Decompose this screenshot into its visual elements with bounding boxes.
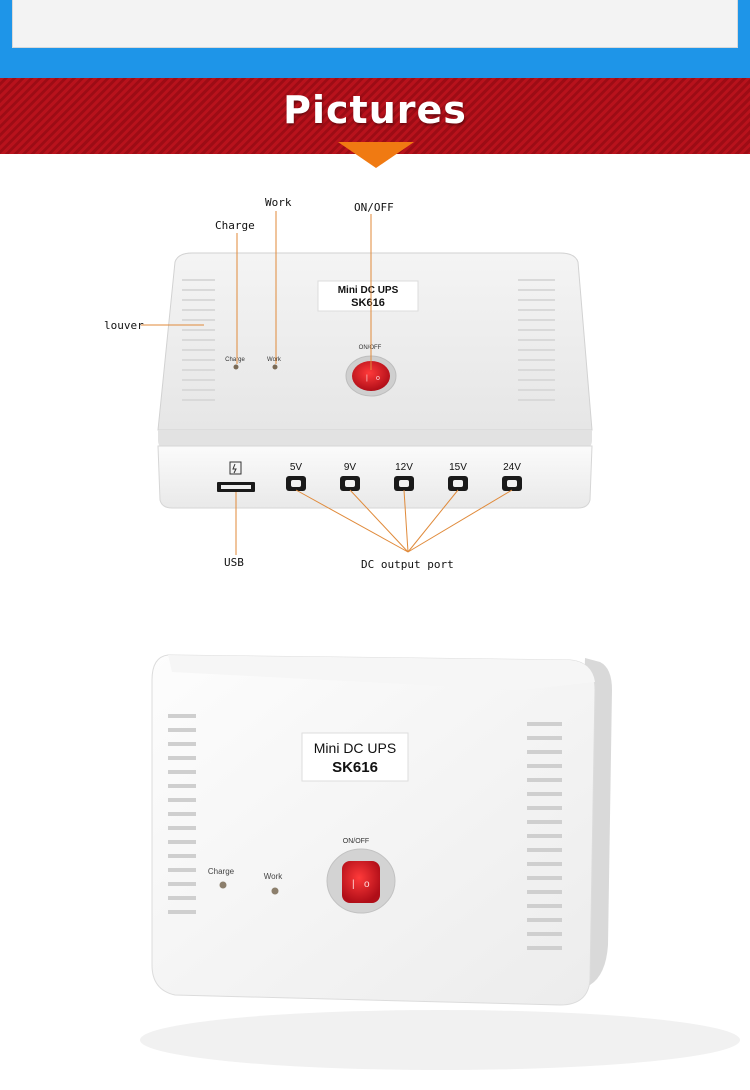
top-blue-band: [0, 0, 750, 78]
callout-dc-output: DC output port: [361, 558, 454, 571]
banner-arrow-icon: [338, 142, 414, 168]
louver-left: [182, 279, 215, 401]
front-led-work-icon: [271, 887, 279, 895]
device-top-view: Mini DC UPS SK616 Charge Work ON/OFF | o…: [157, 252, 593, 509]
front-led-charge-icon: [219, 881, 227, 889]
svg-text:o: o: [364, 879, 370, 890]
port-label-12v: 12V: [395, 462, 413, 473]
device-front-view: Mini DC UPS SK616 Charge Work ON/OFF | o: [140, 654, 740, 1070]
callout-usb: USB: [224, 556, 244, 569]
front-louver-right: [527, 722, 562, 950]
section-banner: Pictures: [0, 78, 750, 154]
svg-text:o: o: [376, 375, 380, 382]
switch-label: ON/OFF: [359, 345, 382, 351]
front-led-charge-label: Charge: [208, 867, 235, 876]
led-charge-label: Charge: [225, 357, 245, 363]
port-label-15v: 15V: [449, 462, 467, 473]
front-louver-left: [168, 714, 196, 914]
front-power-switch-button[interactable]: [342, 861, 380, 903]
port-label-5v: 5V: [290, 462, 303, 473]
svg-text:|: |: [352, 879, 355, 890]
usb-charge-icon: [229, 461, 242, 475]
louver-right: [518, 279, 555, 401]
power-switch-button[interactable]: [352, 361, 390, 391]
front-label-sticker: [301, 732, 409, 782]
front-label-line1: Mini DC UPS: [314, 740, 396, 756]
port-label-9v: 9V: [344, 462, 357, 473]
svg-text:|: |: [366, 375, 368, 382]
callout-work: Work: [265, 196, 292, 209]
led-charge-icon: [233, 364, 239, 370]
callout-onoff: ON/OFF: [354, 201, 394, 214]
dc-ports: 5V 9V 12V 15V 24V: [286, 462, 522, 491]
front-label-line2: SK616: [332, 759, 378, 776]
callout-louver: louver: [104, 319, 144, 332]
port-label-24v: 24V: [503, 462, 521, 473]
device-label-sticker: [317, 280, 419, 312]
front-switch-label: ON/OFF: [343, 838, 369, 845]
top-empty-box: [12, 0, 738, 48]
device-label-line1: Mini DC UPS: [338, 285, 399, 296]
led-work-label: Work: [267, 357, 282, 363]
banner-title: Pictures: [283, 88, 467, 132]
callout-charge: Charge: [215, 219, 255, 232]
led-work-icon: [272, 364, 278, 370]
device-label-line2: SK616: [351, 297, 385, 309]
front-led-work-label: Work: [264, 872, 284, 881]
callout-lines: [141, 211, 513, 555]
